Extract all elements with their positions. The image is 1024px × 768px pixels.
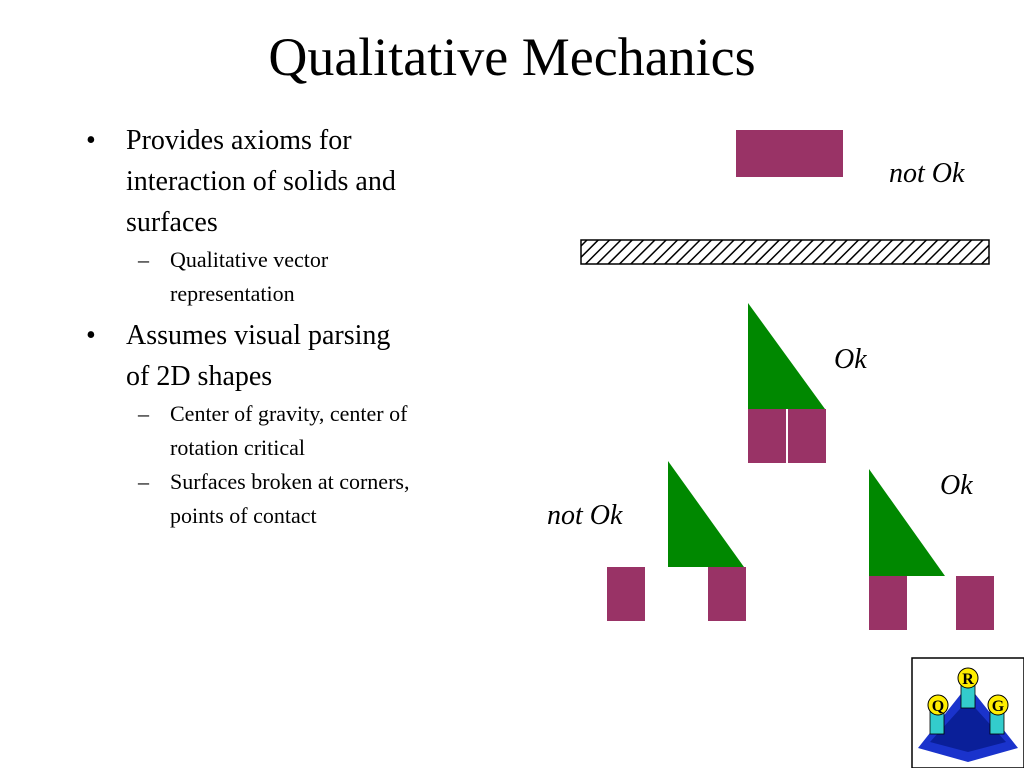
sub-bullet-line: Center of gravity, center of (170, 401, 408, 426)
bullet-glyph: • (86, 125, 96, 156)
slide-title: Qualitative Mechanics (268, 27, 756, 87)
label-ok-middle: Ok (834, 344, 867, 375)
sub-bullet-item: – Surfaces broken at corners, points of … (86, 465, 506, 533)
sub-bullet-glyph: – (138, 401, 149, 426)
bullet-list: • Provides axioms for interaction of sol… (86, 120, 506, 533)
bullet-line: Assumes visual parsing (126, 320, 391, 351)
logo-base-shade (930, 700, 1006, 752)
sub-bullet-item: – Center of gravity, center of rotation … (86, 397, 506, 465)
svg-text:Q: Q (932, 698, 944, 715)
logo-letter-q: Q (927, 694, 949, 716)
bullet-item: • Provides axioms for interaction of sol… (86, 120, 506, 243)
hatched-surface (580, 239, 990, 265)
bullet-line: Provides axioms for (126, 125, 352, 156)
sub-bullet-line: rotation critical (170, 435, 305, 460)
bullet-line: interaction of solids and (126, 166, 396, 197)
sub-bullet-line: representation (170, 281, 295, 306)
triangle-unsupported (668, 461, 744, 567)
bullet-glyph: • (86, 320, 96, 351)
sub-bullet-line: Surfaces broken at corners, (170, 469, 410, 494)
label-not-ok-bottom-left: not Ok (547, 500, 623, 531)
support-block (956, 576, 994, 630)
support-block (788, 409, 826, 463)
svg-text:G: G (992, 698, 1005, 715)
sub-bullet-line: Qualitative vector (170, 247, 329, 272)
support-block (748, 409, 786, 463)
svg-text:R: R (962, 671, 974, 688)
support-block (869, 576, 907, 630)
triangle-balanced (748, 303, 825, 409)
support-block (607, 567, 645, 621)
bullet-item: • Assumes visual parsing of 2D shapes (86, 315, 506, 397)
floating-block (736, 130, 843, 177)
support-block (708, 567, 746, 621)
logo-letter-g: G (987, 694, 1009, 716)
sub-bullet-item: – Qualitative vector representation (86, 243, 506, 311)
sub-bullet-glyph: – (138, 469, 149, 494)
bullet-line: of 2D shapes (126, 361, 273, 392)
sub-bullet-glyph: – (138, 247, 149, 272)
label-not-ok-top: not Ok (889, 158, 965, 189)
label-ok-bottom-right: Ok (940, 470, 973, 501)
bullet-line: surfaces (126, 207, 218, 238)
sub-bullet-line: points of contact (170, 503, 317, 528)
rqg-logo: R Q G (911, 657, 1024, 768)
triangle-supported (869, 469, 945, 576)
logo-letter-r: R (957, 667, 979, 689)
